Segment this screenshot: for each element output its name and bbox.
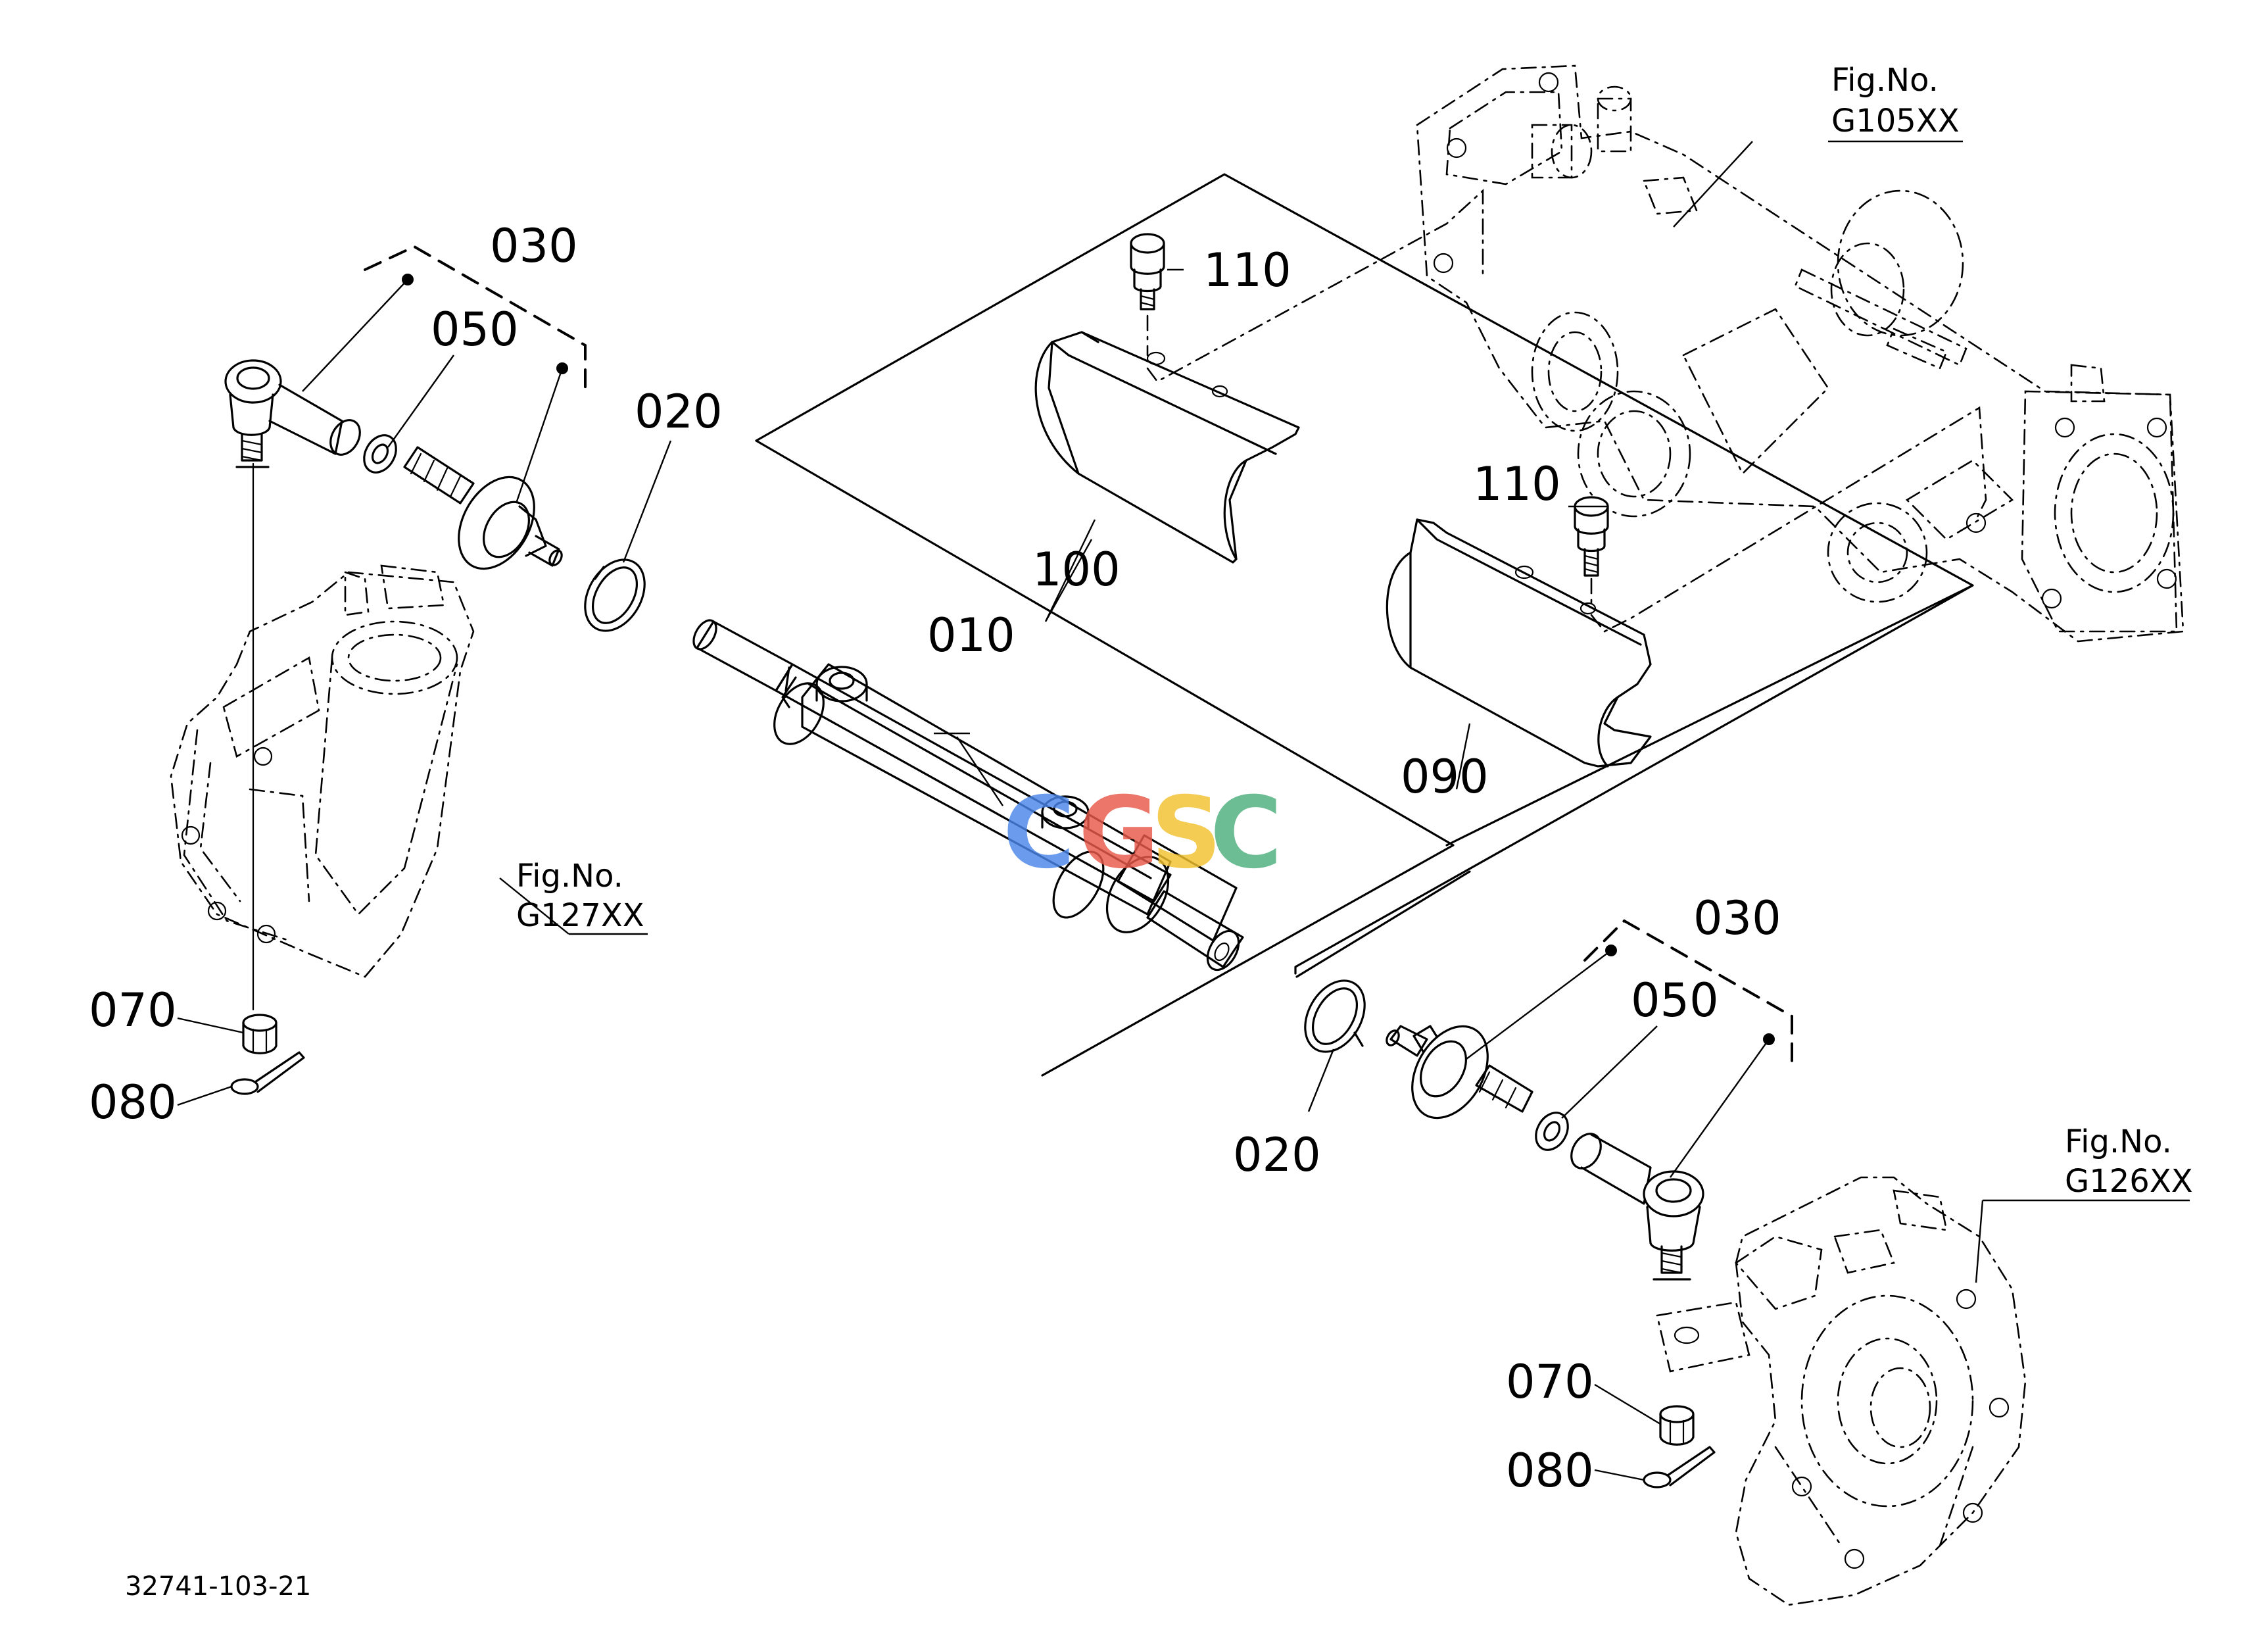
fig-ref-title-g127: Fig.No.: [516, 858, 623, 895]
label-080-left: 080: [89, 1075, 177, 1129]
label-110-top: 110: [1203, 243, 1291, 297]
leader-lines: [177, 140, 2190, 1481]
drawing-number: 32741-103-21: [125, 1571, 311, 1602]
nut-070-left: [242, 1014, 277, 1054]
inner-ball-joint-left: [403, 446, 563, 570]
label-110-right: 110: [1473, 457, 1561, 511]
snap-ring-020-right: [1304, 979, 1366, 1053]
watermark-letter: C: [1210, 776, 1282, 891]
tie-rod-end-left: [224, 359, 361, 1011]
nut-070-right: [1659, 1405, 1695, 1446]
watermark-logo: C G S C: [1003, 776, 1282, 891]
snap-ring-020-left: [584, 558, 646, 632]
fig-ref-title-g105: Fig.No.: [1831, 62, 1939, 99]
label-010: 010: [927, 608, 1015, 662]
mounting-guides: [1146, 189, 1987, 633]
cotter-pin-080-right: [1643, 1446, 1716, 1488]
steering-case: [170, 564, 475, 978]
group-bracket-030-right: [1583, 919, 1793, 1067]
bolt-110-right: [1574, 496, 1609, 606]
label-050-right: 050: [1631, 973, 1719, 1027]
steering-cylinder: [692, 619, 1244, 971]
washer-050-right: [1535, 1112, 1569, 1151]
label-080-right: 080: [1506, 1444, 1594, 1498]
watermark-letter: G: [1078, 776, 1159, 891]
tie-rod-end-right: [1570, 1133, 1704, 1281]
label-030-left: 030: [490, 219, 578, 273]
washer-050-left: [363, 434, 397, 474]
fig-ref-code-g105: G105XX: [1831, 103, 1960, 139]
label-090: 090: [1401, 750, 1489, 804]
label-100: 100: [1032, 543, 1121, 597]
figure-references: Fig.No. G105XX Fig.No. G127XX Fig.No. G1…: [516, 62, 2193, 1200]
label-020-left: 020: [635, 385, 723, 439]
label-020-right: 020: [1233, 1128, 1321, 1182]
label-070-left: 070: [89, 983, 177, 1037]
group-bracket-030-left: [364, 245, 587, 396]
cotter-pin-080-left: [230, 1051, 305, 1095]
cover-100: [1034, 331, 1300, 564]
label-030-right: 030: [1693, 891, 1781, 945]
bolt-110-top: [1130, 233, 1165, 356]
knuckle-case: [1656, 1176, 2027, 1606]
fig-ref-code-g127: G127XX: [516, 897, 644, 934]
front-axle-housing: [1416, 64, 2184, 643]
fig-ref-code-g126: G126XX: [2065, 1163, 2193, 1200]
label-050-left: 050: [431, 303, 519, 356]
label-070-right: 070: [1506, 1355, 1594, 1409]
assembly-group-outline: [755, 173, 1974, 1077]
part-labels: 030 050 020 110 100 010 110 090 070 080 …: [89, 219, 1781, 1498]
fig-ref-title-g126: Fig.No.: [2065, 1123, 2172, 1160]
watermark-letter: S: [1151, 776, 1222, 891]
inner-ball-joint-right: [1386, 1025, 1533, 1119]
cover-090: [1386, 518, 1652, 768]
watermark-letter: C: [1003, 776, 1075, 891]
